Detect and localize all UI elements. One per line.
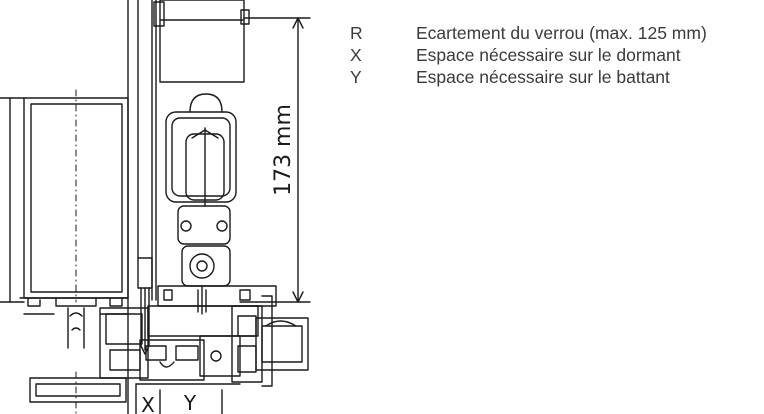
legend-row-x: X Espace nécessaire sur le dormant	[350, 44, 750, 66]
legend: R Ecartement du verrou (max. 125 mm) X E…	[350, 22, 750, 88]
legend-text: Ecartement du verrou (max. 125 mm)	[416, 23, 707, 43]
height-dimension-line	[239, 17, 311, 303]
legend-text: Espace nécessaire sur le battant	[416, 67, 670, 87]
legend-key: R	[350, 23, 363, 43]
dimension-173mm-label: 173 mm	[271, 104, 296, 196]
legend-row-y: Y Espace nécessaire sur le battant	[350, 66, 750, 88]
dimension-y-label: Y	[183, 391, 197, 414]
xy-dimension-lines	[135, 383, 223, 414]
legend-key: Y	[350, 67, 362, 87]
dimension-x-label: X	[141, 393, 155, 414]
bottom-left-profile	[29, 371, 127, 414]
dimension-left-label: L	[0, 192, 3, 204]
guide-rail	[127, 0, 250, 414]
legend-row-r: R Ecartement du verrou (max. 125 mm)	[350, 22, 750, 44]
locking-handle	[165, 93, 237, 315]
legend-text: Espace nécessaire sur le dormant	[416, 45, 681, 65]
left-profile	[19, 89, 129, 349]
window-profiles	[99, 285, 309, 387]
left-dimension-line	[0, 97, 25, 303]
legend-key: X	[350, 45, 362, 65]
